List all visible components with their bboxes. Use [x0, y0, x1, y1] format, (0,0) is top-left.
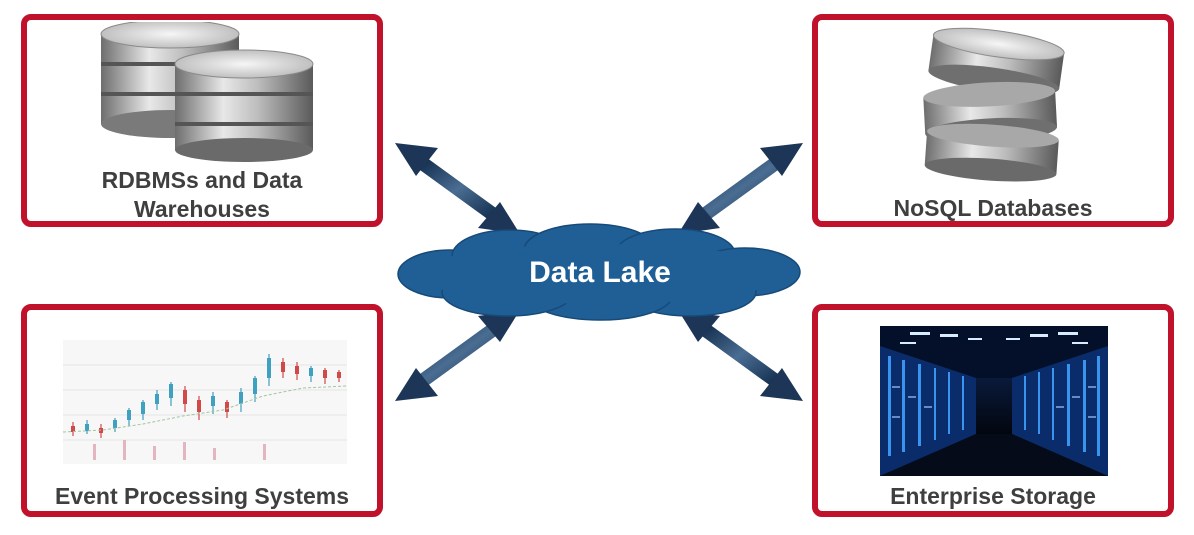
server-room-icon: [880, 326, 1108, 476]
cloud-icon: [397, 223, 801, 321]
arrow-event: [395, 310, 520, 401]
source-box-nosql: NoSQL Databases: [812, 14, 1174, 227]
source-label-nosql: NoSQL Databases: [893, 195, 1093, 221]
source-label-line2: Warehouses: [134, 196, 270, 222]
source-box-storage: Enterprise Storage: [812, 304, 1174, 517]
arrow-storage: [678, 310, 803, 401]
source-label-event: Event Processing Systems: [54, 483, 350, 509]
source-box-event: Event Processing Systems: [21, 304, 383, 517]
source-label-storage: Enterprise Storage: [890, 483, 1096, 509]
data-lake-cloud: Data Lake: [390, 222, 810, 322]
candlestick-chart-icon: [63, 340, 347, 464]
source-label-line1: RDBMSs and Data: [101, 167, 303, 193]
tilted-database-stack-icon: [923, 27, 1065, 182]
data-lake-label: Data Lake: [529, 256, 671, 289]
database-cylinders-icon: [100, 22, 314, 162]
source-label-rdbms: RDBMSs and Data Warehouses: [27, 166, 377, 224]
source-box-rdbms: RDBMSs and Data Warehouses: [21, 14, 383, 227]
arrow-rdbms: [395, 143, 520, 234]
arrow-nosql: [678, 143, 803, 234]
